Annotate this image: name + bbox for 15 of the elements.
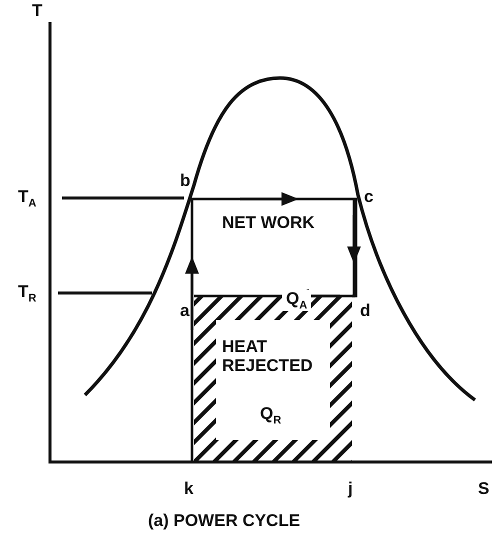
heat-label: Q$_{R}$ [260, 405, 282, 426]
axis-label: S [478, 480, 490, 499]
point-label: d [360, 302, 370, 321]
temperature-label: T$_{R}$ [18, 283, 36, 304]
figure-caption: (a) POWER CYCLE [148, 512, 300, 531]
region-label: HEAT REJECTED [222, 338, 314, 376]
region-label: NET WORK [222, 214, 315, 233]
heat-label: Q$_{A}$ [282, 290, 312, 312]
axis-label: T [32, 2, 42, 21]
point-label: k [184, 480, 194, 499]
point-label: j [348, 480, 353, 499]
point-label: c [364, 188, 374, 207]
temperature-label: T$_{A}$ [18, 188, 36, 210]
point-label: a [180, 302, 190, 321]
point-label: b [180, 172, 190, 191]
